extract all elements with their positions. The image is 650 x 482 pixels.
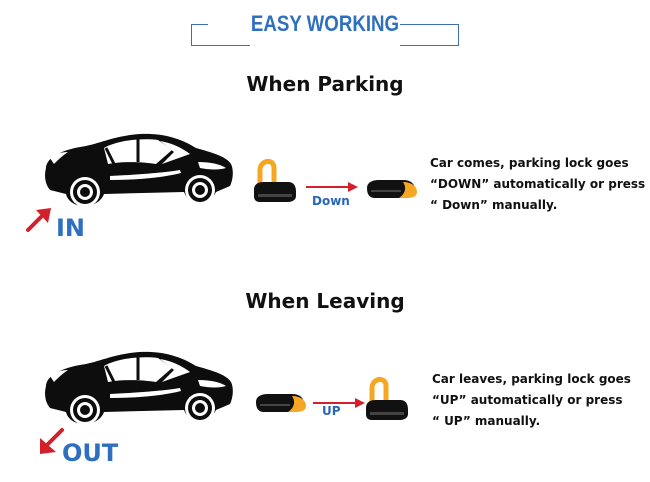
arrow-label-up: UP [322, 404, 341, 418]
leaving-desc-line-2: “UP” automatically or press [432, 393, 623, 407]
leaving-description: Car leaves, parking lock goes “UP” autom… [432, 369, 631, 432]
arrow-label-down: Down [312, 194, 350, 208]
direction-in-label: IN [56, 214, 86, 242]
header: EASY WORKING [0, 8, 650, 52]
leaving-desc-line-3: “ UP” manually. [432, 414, 541, 428]
red-arrow-icon [306, 182, 358, 192]
parking-description: Car comes, parking lock goes “DOWN” auto… [430, 153, 645, 216]
parking-desc-line-3: “ Down” manually. [430, 198, 558, 212]
red-arrow-icon [40, 428, 64, 454]
parking-desc-line-1: Car comes, parking lock goes [430, 156, 629, 170]
leaving-desc-line-1: Car leaves, parking lock goes [432, 372, 631, 386]
sports-car-icon [45, 133, 233, 207]
parking-lock-up-icon [254, 159, 296, 202]
parking-lock-down-icon [256, 394, 306, 412]
red-arrow-icon [26, 208, 51, 232]
parking-title: When Parking [246, 72, 404, 96]
parking-lock-down-icon [367, 180, 417, 198]
header-bracket-right [400, 24, 459, 46]
header-title: EASY WORKING [250, 11, 400, 36]
parking-lock-up-icon [366, 377, 408, 420]
direction-out-label: OUT [62, 439, 119, 467]
leaving-title: When Leaving [245, 289, 405, 313]
sports-car-icon [45, 351, 233, 425]
parking-desc-line-2: “DOWN” automatically or press [430, 177, 646, 191]
red-arrow-icon [313, 398, 365, 408]
